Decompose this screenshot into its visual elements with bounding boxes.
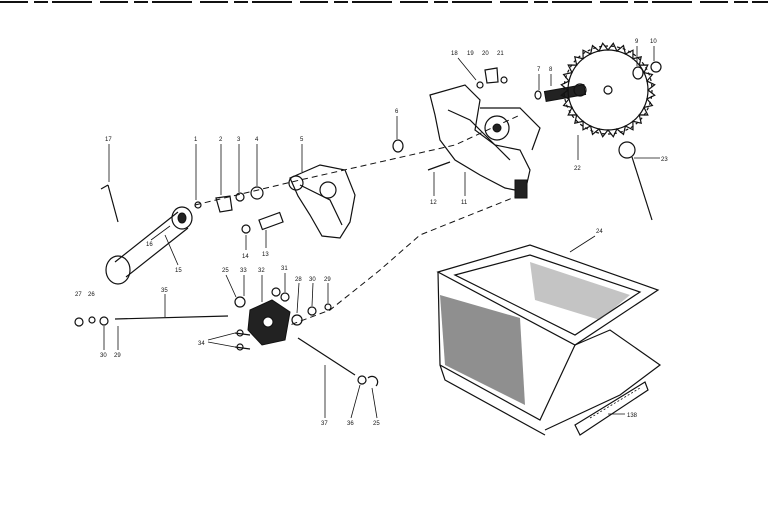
- gear-block: [234, 287, 291, 346]
- motor-yoke: [429, 84, 541, 199]
- hex-key: [100, 184, 119, 223]
- callout-9: 9: [635, 39, 639, 45]
- base-cabinet: [436, 244, 662, 436]
- callout-37: 37: [321, 421, 328, 427]
- callout-33: 33: [240, 268, 247, 274]
- callout-22: 22: [574, 166, 581, 172]
- callout-35: 35: [161, 288, 168, 294]
- gear-hardware: [280, 292, 332, 326]
- set-screws: [234, 329, 251, 351]
- callout-5: 5: [300, 137, 304, 143]
- callout-labels: 17 1 2 3 4 5 6 18 19 20 21 7 8 9 10 22 2…: [75, 39, 668, 427]
- callout-10: 10: [650, 39, 657, 45]
- callout-25-lower: 25: [373, 421, 380, 427]
- callout-13: 13: [262, 252, 269, 258]
- callout-26-left: 26: [88, 292, 95, 298]
- callout-30-lower: 30: [100, 353, 107, 359]
- callout-15: 15: [175, 268, 182, 274]
- callout-27-left: 27: [75, 292, 82, 298]
- callout-8: 8: [549, 67, 553, 73]
- callout-6: 6: [395, 109, 399, 115]
- lower-shaft: [74, 315, 229, 327]
- callout-17: 17: [105, 137, 112, 143]
- motor-bracket: [288, 164, 356, 239]
- guide-rail: [574, 381, 649, 436]
- arbor-parts: [534, 83, 587, 102]
- washer: [392, 139, 404, 153]
- callout-4: 4: [255, 137, 259, 143]
- assembly-line: [194, 114, 521, 326]
- callout-28: 28: [295, 277, 302, 283]
- callout-2: 2: [219, 137, 223, 143]
- callout-29-upper: 29: [324, 277, 331, 283]
- callout-7: 7: [537, 67, 541, 73]
- leader-lines: [103, 46, 660, 419]
- callout-11: 11: [461, 200, 468, 206]
- callout-14: 14: [242, 254, 249, 260]
- callout-31: 31: [281, 266, 288, 272]
- small-parts-upper: [194, 186, 264, 213]
- callout-18: 18: [451, 51, 458, 57]
- lead-screw: [297, 337, 379, 387]
- callout-23: 23: [661, 157, 668, 163]
- callout-32: 32: [258, 268, 265, 274]
- callout-16: 16: [146, 242, 153, 248]
- drive-belt: [105, 206, 193, 285]
- callout-30-upper: 30: [309, 277, 316, 283]
- callout-21: 21: [497, 51, 504, 57]
- callout-25: 25: [222, 268, 229, 274]
- callout-34: 34: [198, 341, 205, 347]
- blade-nut: [632, 61, 662, 80]
- callout-3: 3: [237, 137, 241, 143]
- pin: [427, 161, 451, 171]
- callout-20: 20: [482, 51, 489, 57]
- callout-19: 19: [467, 51, 474, 57]
- callout-24: 24: [596, 229, 603, 235]
- callout-138: 138: [627, 413, 638, 419]
- callout-12: 12: [430, 200, 437, 206]
- bushing-parts: [241, 211, 284, 234]
- callout-1: 1: [194, 137, 198, 143]
- saw-blade-teeth: [560, 42, 656, 138]
- upper-small-parts: [476, 67, 508, 89]
- callout-36: 36: [347, 421, 354, 427]
- wrench: [618, 141, 653, 221]
- callout-29-lower: 29: [114, 353, 121, 359]
